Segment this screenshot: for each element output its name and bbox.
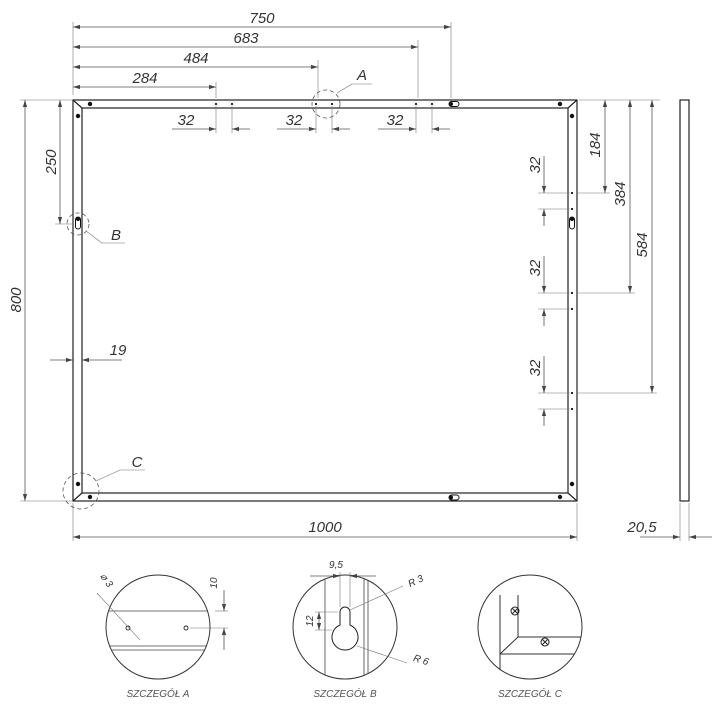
callout-c-label: C (132, 454, 143, 471)
dim-32-right-3: 32 (527, 359, 544, 376)
dim-32-right-2: 32 (527, 259, 544, 276)
callout-a-label: A (356, 67, 367, 84)
detail-c-caption: SZCZEGÓŁ C (498, 687, 563, 700)
detail-a (96, 574, 228, 680)
dim-32-right-1: 32 (527, 156, 544, 173)
callout-b-label: B (111, 227, 121, 244)
dim-20-5: 20,5 (626, 519, 657, 536)
dim-250: 250 (43, 149, 60, 176)
dim-32-top-1: 32 (178, 112, 195, 129)
dim-1000: 1000 (308, 519, 342, 536)
detail-b-slot-length: 12 (305, 615, 316, 627)
detail-callouts (62, 83, 372, 510)
dim-683: 683 (233, 30, 259, 47)
right-dimension-lines (576, 99, 660, 394)
detail-b-radius-large: R 6 (412, 653, 431, 668)
dim-19: 19 (110, 342, 127, 359)
dim-32-top-3: 32 (387, 112, 404, 129)
detail-b-radius-small: R 3 (407, 573, 426, 590)
detail-b (292, 572, 408, 680)
detail-b-slot-width: 9,5 (329, 560, 343, 571)
dim-484: 484 (183, 50, 208, 67)
detail-b-caption: SZCZEGÓŁ B (313, 687, 377, 700)
dim-750: 750 (249, 10, 275, 27)
detail-a-caption: SZCZEGÓŁ A (127, 687, 190, 700)
detail-c (477, 574, 583, 680)
hole-spacing-top (172, 106, 450, 133)
left-dimension-lines (20, 99, 122, 502)
bottom-dimension-lines (72, 503, 712, 541)
frame-side-view (679, 99, 690, 502)
dim-584: 584 (634, 232, 651, 257)
dim-384: 384 (612, 181, 629, 206)
dim-32-top-2: 32 (286, 112, 303, 129)
top-dimension-lines (72, 22, 452, 98)
detail-a-diameter: ⌀ 3 (97, 572, 114, 590)
dim-800: 800 (8, 287, 25, 313)
frame-front-view (72, 99, 578, 502)
detail-a-offset: 10 (209, 577, 220, 589)
dim-184: 184 (587, 132, 604, 157)
hole-spacing-right (538, 156, 570, 426)
dim-284: 284 (131, 70, 157, 87)
